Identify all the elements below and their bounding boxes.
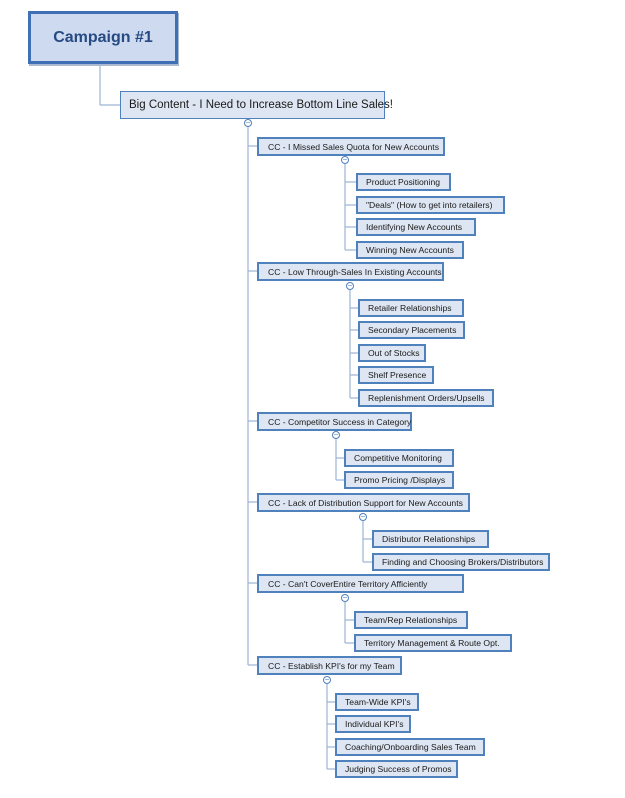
leaf-label: Out of Stocks [368,348,420,358]
big-content-node[interactable]: Big Content - I Need to Increase Bottom … [120,91,393,119]
collapse-toggle[interactable]: − [359,512,367,521]
leaf-label: "Deals" (How to get into retailers) [366,200,493,210]
leaf-node[interactable]: "Deals" (How to get into retailers) [356,196,505,214]
leaf-node[interactable]: Product Positioning [356,173,451,191]
collapse-toggle[interactable]: − [346,281,354,290]
leaf-node[interactable]: Identifying New Accounts [356,218,476,236]
leaf-label: Product Positioning [366,177,441,187]
leaf-label: Judging Success of Promos [345,764,452,774]
branch-node[interactable]: CC - Low Through-Sales In Existing Accou… [257,262,444,281]
leaf-node[interactable]: Territory Management & Route Opt. [354,634,512,652]
leaf-node[interactable]: Out of Stocks [358,344,426,362]
branch-node[interactable]: CC - I Missed Sales Quota for New Accoun… [257,137,445,156]
leaf-node[interactable]: Team-Wide KPI's [335,693,419,711]
leaf-label: Territory Management & Route Opt. [364,638,500,648]
branch-label: CC - Can't CoverEntire Territory Afficie… [268,578,428,589]
branch-label: CC - Low Through-Sales In Existing Accou… [268,266,442,277]
root-label: Campaign #1 [53,28,153,46]
collapse-toggle[interactable]: − [332,430,340,439]
leaf-label: Replenishment Orders/Upsells [368,393,485,403]
collapse-toggle[interactable]: − [323,675,331,684]
leaf-node[interactable]: Competitive Monitoring [344,449,454,467]
leaf-label: Coaching/Onboarding Sales Team [345,742,476,752]
leaf-label: Promo Pricing /Displays [354,475,446,485]
leaf-label: Retailer Relationships [368,303,452,313]
leaf-label: Identifying New Accounts [366,222,463,232]
leaf-node[interactable]: Promo Pricing /Displays [344,471,454,489]
leaf-node[interactable]: Secondary Placements [358,321,465,339]
branch-node[interactable]: CC - Competitor Success in Category [257,412,412,431]
leaf-node[interactable]: Winning New Accounts [356,241,464,259]
leaf-node[interactable]: Retailer Relationships [358,299,464,317]
branch-label: CC - I Missed Sales Quota for New Accoun… [268,141,439,152]
leaf-node[interactable]: Distributor Relationships [372,530,489,548]
leaf-label: Team/Rep Relationships [364,615,458,625]
root-node[interactable]: Campaign #1 [28,11,178,64]
branch-node[interactable]: CC - Establish KPI's for my Team [257,656,402,675]
leaf-node[interactable]: Coaching/Onboarding Sales Team [335,738,485,756]
leaf-node[interactable]: Shelf Presence [358,366,434,384]
branch-node[interactable]: CC - Can't CoverEntire Territory Afficie… [257,574,464,593]
big-content-label: Big Content - I Need to Increase Bottom … [129,99,394,111]
collapse-toggle[interactable]: − [341,593,349,602]
leaf-label: Competitive Monitoring [354,453,442,463]
leaf-label: Individual KPI's [345,719,404,729]
leaf-node[interactable]: Judging Success of Promos [335,760,458,778]
leaf-label: Secondary Placements [368,325,457,335]
branch-node[interactable]: CC - Lack of Distribution Support for Ne… [257,493,470,512]
leaf-node[interactable]: Finding and Choosing Brokers/Distributor… [372,553,550,571]
leaf-node[interactable]: Individual KPI's [335,715,411,733]
leaf-label: Team-Wide KPI's [345,697,411,707]
leaf-label: Shelf Presence [368,370,427,380]
leaf-node[interactable]: Replenishment Orders/Upsells [358,389,494,407]
leaf-label: Winning New Accounts [366,245,454,255]
branch-label: CC - Establish KPI's for my Team [268,660,395,671]
leaf-label: Finding and Choosing Brokers/Distributor… [382,557,544,567]
leaf-label: Distributor Relationships [382,534,476,544]
branch-label: CC - Competitor Success in Category [268,416,412,427]
collapse-toggle-big-content[interactable]: − [244,118,252,127]
collapse-toggle[interactable]: − [341,155,349,164]
leaf-node[interactable]: Team/Rep Relationships [354,611,468,629]
branch-label: CC - Lack of Distribution Support for Ne… [268,497,463,508]
